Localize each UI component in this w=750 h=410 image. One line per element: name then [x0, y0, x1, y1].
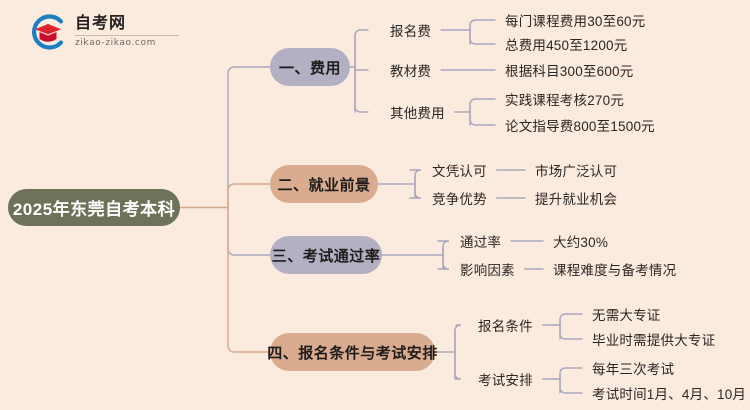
- child-node-1-2[interactable]: 教材费: [390, 64, 432, 79]
- leaf-node-4-1-1: 无需大专证: [592, 308, 661, 323]
- child-node-1-3[interactable]: 其他费用: [390, 106, 445, 121]
- branch-node-3[interactable]: 三、考试通过率: [270, 236, 382, 274]
- leaf-node-4-1-2: 毕业时需提供大专证: [592, 333, 716, 348]
- root-node[interactable]: 2025年东莞自考本科: [8, 189, 180, 226]
- leaf-node-4-2-2: 考试时间1月、4月、10月: [592, 387, 747, 402]
- leaf-node-4-2-1: 每年三次考试: [592, 362, 675, 377]
- logo-wordmark: 自考网 zikao-zikao.com: [75, 15, 179, 50]
- child-node-4-2[interactable]: 考试安排: [478, 373, 533, 388]
- leaf-node-1-1-2: 总费用450至1200元: [505, 38, 628, 53]
- leaf-node-1-3-2: 论文指导费800至1500元: [505, 119, 655, 134]
- branch-node-1[interactable]: 一、费用: [270, 48, 350, 86]
- child-node-3-2[interactable]: 影响因素: [460, 263, 515, 278]
- child-node-3-1[interactable]: 通过率: [460, 235, 502, 250]
- child-node-2-1[interactable]: 文凭认可: [432, 164, 487, 179]
- logo-domain: zikao-zikao.com: [75, 37, 156, 48]
- leaf-node-1-3-1: 实践课程考核270元: [505, 93, 625, 108]
- leaf-node-2-2-1: 提升就业机会: [535, 192, 618, 207]
- logo-name: 自考网: [75, 14, 127, 32]
- leaf-node-3-1-1: 大约30%: [553, 235, 609, 250]
- child-node-2-2[interactable]: 竞争优势: [432, 192, 487, 207]
- child-node-4-1[interactable]: 报名条件: [478, 319, 533, 334]
- leaf-node-1-1-1: 每门课程费用30至60元: [505, 14, 646, 29]
- site-logo: 自考网 zikao-zikao.com: [28, 12, 179, 52]
- logo-divider: [75, 34, 179, 36]
- leaf-node-2-1-1: 市场广泛认可: [535, 164, 618, 179]
- child-node-1-1[interactable]: 报名费: [390, 24, 432, 39]
- logo-graduation-cap-icon: [28, 12, 68, 52]
- branch-node-2[interactable]: 二、就业前景: [270, 165, 378, 203]
- leaf-node-3-2-1: 课程难度与备考情况: [553, 263, 677, 278]
- leaf-node-1-2-1: 根据科目300至600元: [505, 64, 634, 79]
- branch-node-4[interactable]: 四、报名条件与考试安排: [267, 333, 437, 371]
